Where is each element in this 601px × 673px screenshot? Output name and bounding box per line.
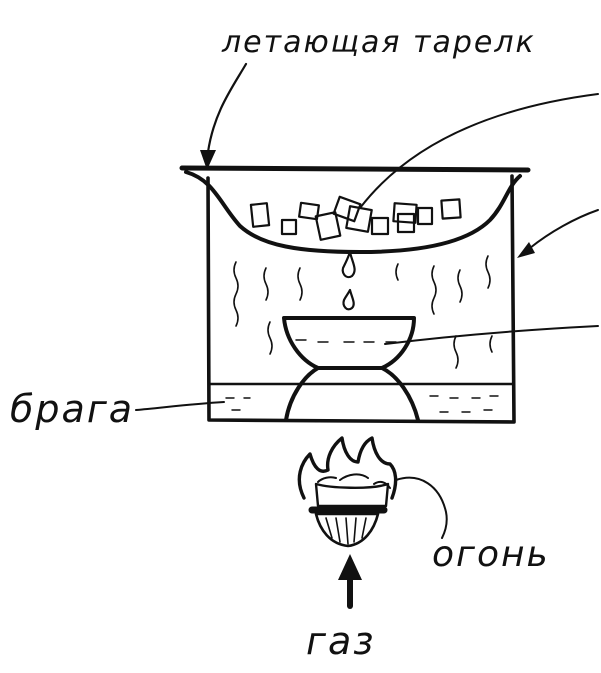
stand-dome <box>284 366 420 422</box>
burner-body <box>314 512 380 548</box>
saucer-rim <box>179 165 531 173</box>
steam-wisps <box>233 255 493 369</box>
pot-wall-pointer-arrowhead <box>517 242 535 258</box>
label-fire: огонь <box>432 534 550 575</box>
bowl-pointer-line <box>384 325 599 345</box>
collecting-bowl <box>282 316 416 370</box>
ice-cubes <box>249 195 462 241</box>
burner-ribs <box>325 517 367 545</box>
braga-wave-marks <box>225 395 499 413</box>
saucer-pointer-arrowhead <box>200 150 216 170</box>
pot-wall-pointer-line <box>529 209 599 249</box>
drop-lower <box>342 288 355 311</box>
gas-arrow-head <box>338 554 362 580</box>
braga-pointer-line <box>135 401 225 411</box>
saucer-bowl <box>184 170 522 254</box>
saucer-pointer-line <box>206 62 248 154</box>
flame <box>297 436 398 500</box>
pot-body <box>206 174 516 424</box>
fire-pointer-line <box>395 476 448 539</box>
label-gas: газ <box>306 619 375 663</box>
collecting-bowl-liquid <box>295 339 397 343</box>
drop-upper <box>341 250 356 279</box>
label-flying-saucer: летающая тарелк <box>221 25 536 60</box>
burner-top <box>314 482 390 508</box>
ice-pointer-line <box>359 93 599 209</box>
label-braga: брага <box>10 387 134 431</box>
